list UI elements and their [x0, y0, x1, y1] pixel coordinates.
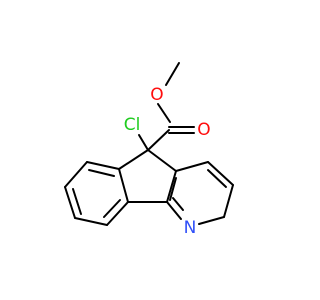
- oxygen-ester-label: O: [150, 85, 163, 105]
- bond-pyr-3: [223, 184, 234, 218]
- bond-benz-3: [64, 186, 76, 219]
- bond-pyr-5: [166, 201, 182, 220]
- bond-benz-4: [74, 217, 108, 226]
- bond-c9-carbonylc: [147, 129, 170, 151]
- bond-benz-3-inner: [72, 188, 82, 215]
- bond-c9-c9a: [118, 149, 149, 170]
- bond-pyr-2: [207, 161, 234, 186]
- bond-pyr-4: [198, 216, 225, 225]
- bond-pyr-5-inner: [172, 197, 184, 211]
- molecule-canvas: O O Cl N: [64, 62, 234, 238]
- bond-methyl-o: [165, 62, 180, 86]
- bond-benz-1-inner: [88, 169, 115, 177]
- bond-c9a-c4b: [118, 168, 129, 203]
- chlorine-label: Cl: [124, 115, 141, 135]
- bond-o-carbonylc: [157, 103, 171, 123]
- bond-benz-1: [86, 161, 120, 170]
- bond-c9b-c4a: [166, 170, 177, 203]
- bond-benz-2: [64, 161, 88, 188]
- bond-benz-5: [106, 201, 129, 226]
- bond-benz-5-inner: [103, 199, 121, 218]
- nitrogen-label: N: [184, 218, 197, 238]
- bond-c9-c9b: [147, 149, 177, 172]
- bond-pyr-6-inner: [169, 177, 177, 201]
- oxygen-carbonyl-label: O: [197, 120, 210, 140]
- bond-pyr-2-inner: [207, 169, 227, 188]
- structure-diagram: O O Cl N: [64, 62, 234, 238]
- bond-pyr-1: [175, 161, 209, 172]
- bond-c9-cl: [138, 134, 149, 151]
